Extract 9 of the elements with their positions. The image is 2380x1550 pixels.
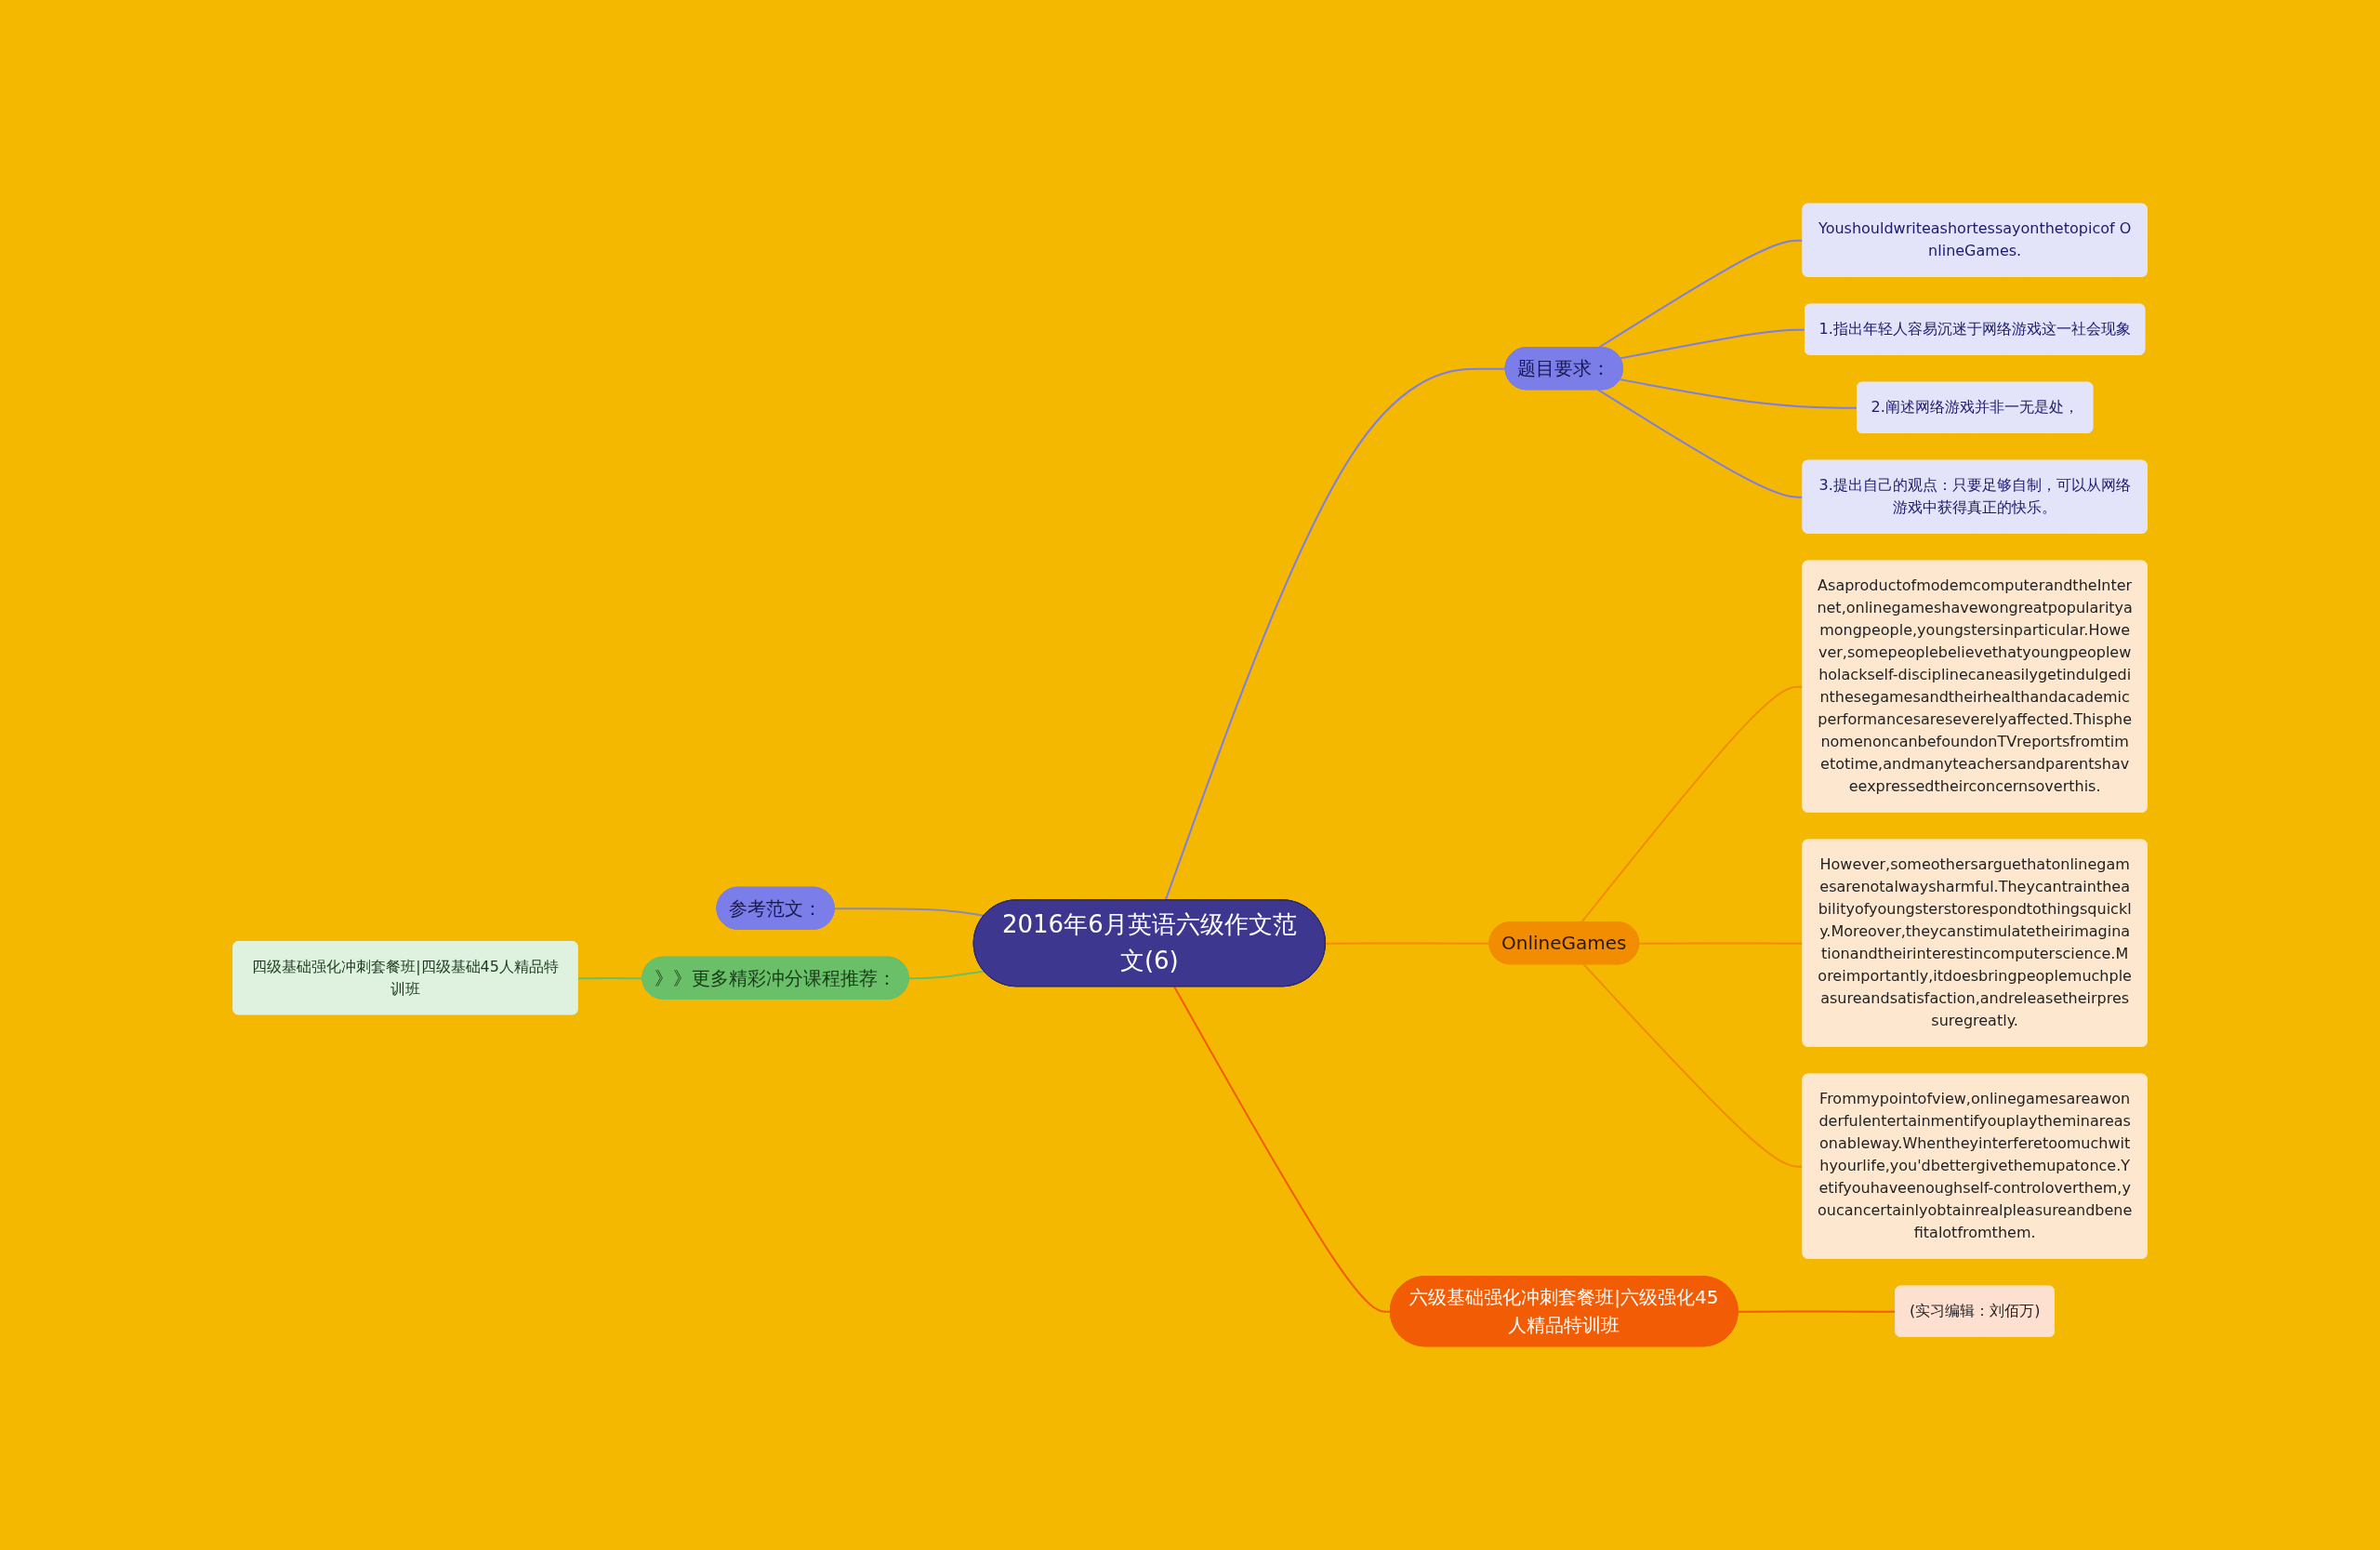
connector xyxy=(1619,378,1858,409)
connector xyxy=(833,907,985,917)
connector xyxy=(1582,963,1805,1168)
connector xyxy=(907,970,985,980)
connector xyxy=(1638,942,1805,945)
connector xyxy=(1619,328,1806,360)
connector xyxy=(576,976,644,980)
connector xyxy=(1173,986,1392,1313)
connector xyxy=(1596,389,1805,498)
